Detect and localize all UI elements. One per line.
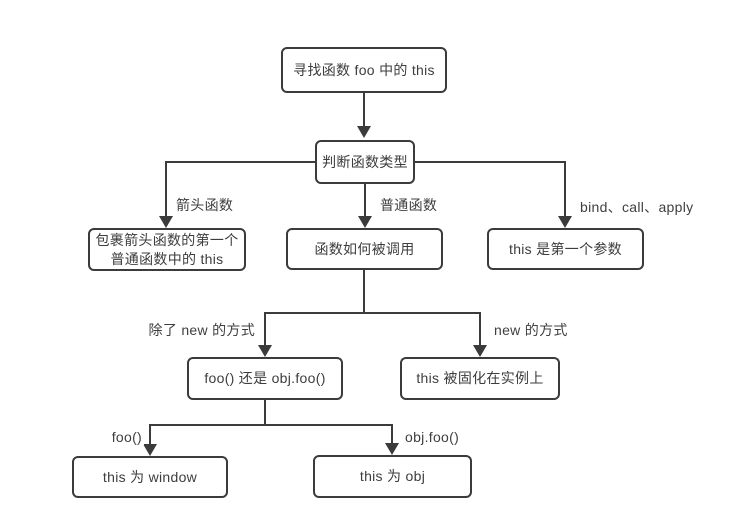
node-this-is-first-param: this 是第一个参数 (487, 228, 644, 270)
edge-judge-to-arrowfn (159, 161, 315, 228)
edge-label-new-way: new 的方式 (492, 322, 570, 338)
node-how-function-called: 函数如何被调用 (286, 228, 443, 270)
edge-fooorobjfoo-to-window (143, 400, 266, 456)
node-this-fixed-on-instance: this 被固化在实例上 (400, 357, 560, 400)
edge-fooorobjfoo-to-obj (265, 424, 399, 455)
edge-label-bind-call-apply: bind、call、apply (578, 199, 696, 215)
node-judge-function-type: 判断函数类型 (315, 140, 415, 184)
edge-label-foo-call: foo() (109, 429, 144, 445)
node-arrow-function-result: 包裹箭头函数的第一个 普通函数中的 this (88, 228, 246, 271)
node-this-is-obj: this 为 obj (313, 455, 472, 498)
edge-judge-to-firstparam (415, 161, 572, 228)
edge-label-arrow-function: 箭头函数 (174, 197, 236, 213)
node-this-is-window: this 为 window (72, 456, 228, 498)
edge-howcalled-to-fooorobjfoo (258, 270, 365, 357)
node-foo-or-objfoo: foo() 还是 obj.foo() (187, 357, 343, 400)
edge-howcalled-to-fixedinstance (364, 312, 487, 357)
edge-label-normal-function: 普通函数 (378, 197, 440, 213)
edge-label-objfoo-call: obj.foo() (403, 429, 462, 445)
node-find-this: 寻找函数 foo 中的 this (281, 47, 447, 93)
edge-label-except-new: 除了 new 的方式 (146, 322, 257, 338)
